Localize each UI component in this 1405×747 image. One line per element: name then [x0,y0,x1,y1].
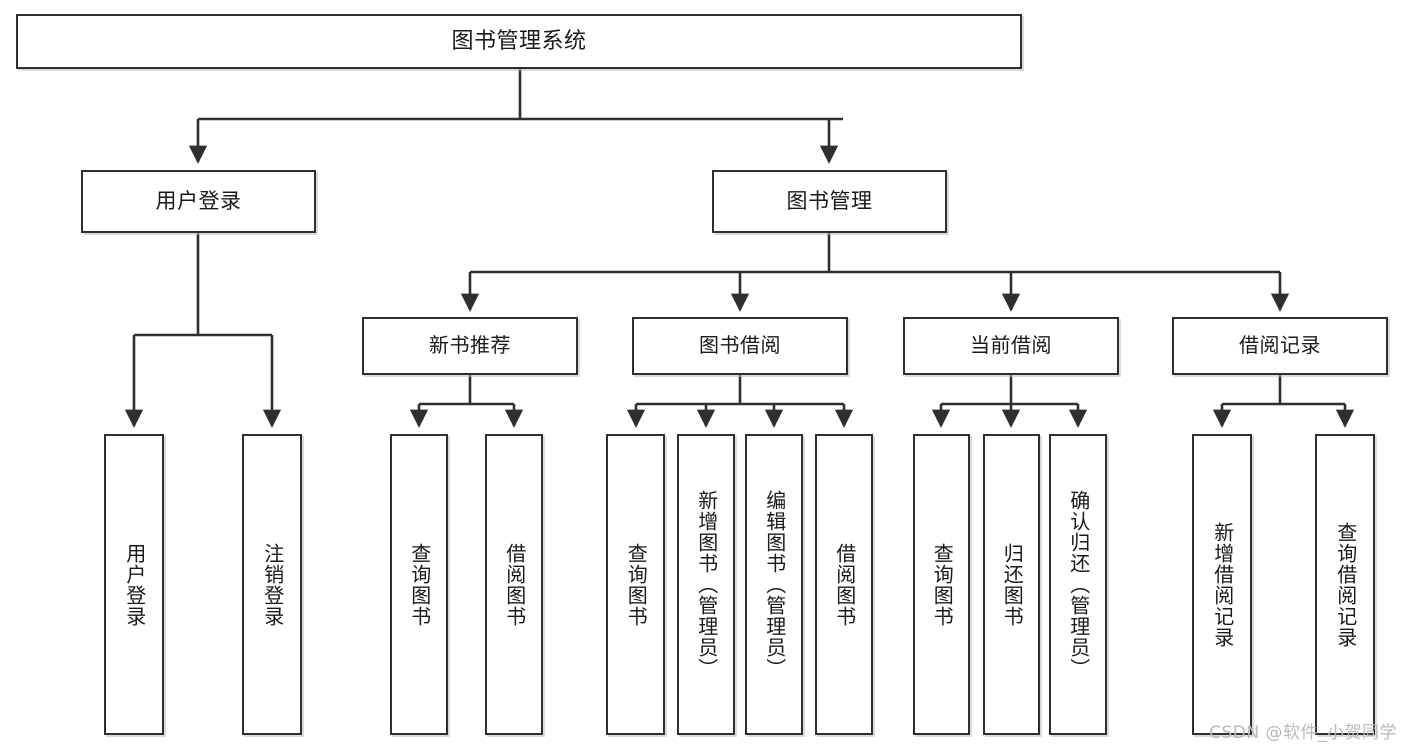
node-label: 编辑图书（管理员） [762,490,787,679]
leaf-user-login-sign-out[interactable]: 注销登录 [242,434,302,735]
node-label: 新增图书（管理员） [694,490,719,679]
node-user-login[interactable]: 用户登录 [81,170,316,233]
node-current-borrowing[interactable]: 当前借阅 [903,317,1119,375]
leaf-borrow-record-add-record[interactable]: 新增借阅记录 [1192,434,1252,735]
node-label: 查询图书 [407,542,432,627]
leaf-current-borrow-return-books[interactable]: 归还图书 [983,434,1040,735]
node-label: 新增借阅记录 [1210,521,1235,648]
leaf-new-book-query-books[interactable]: 查询图书 [390,434,448,735]
leaf-current-borrow-confirm-return-admin[interactable]: 确认归还（管理员） [1049,434,1107,735]
node-book-management[interactable]: 图书管理 [712,170,947,233]
node-label: 归还图书 [1000,542,1025,627]
leaf-book-borrow-borrow-books[interactable]: 借阅图书 [815,434,873,735]
leaf-book-borrow-add-book-admin[interactable]: 新增图书（管理员） [677,434,735,735]
node-label: 用户登录 [122,542,147,627]
leaf-user-login-sign-in[interactable]: 用户登录 [104,434,164,735]
node-root-library-management-system[interactable]: 图书管理系统 [16,14,1022,69]
node-label: 注销登录 [260,542,285,627]
node-label: 新书推荐 [429,333,511,358]
leaf-new-book-borrow-books[interactable]: 借阅图书 [485,434,543,735]
node-label: 图书借阅 [699,333,781,358]
leaf-book-borrow-edit-book-admin[interactable]: 编辑图书（管理员） [745,434,803,735]
node-borrowing-records[interactable]: 借阅记录 [1172,317,1388,375]
node-label: 图书管理系统 [451,28,587,54]
node-label: 借阅记录 [1239,333,1321,358]
node-label: 借阅图书 [832,542,857,627]
node-label: 借阅图书 [502,542,527,627]
node-label: 查询图书 [930,542,955,627]
node-label: 查询借阅记录 [1333,521,1358,648]
node-book-borrowing[interactable]: 图书借阅 [632,317,848,375]
node-label: 确认归还（管理员） [1066,490,1091,679]
node-label: 当前借阅 [970,333,1052,358]
node-label: 用户登录 [155,189,242,214]
node-label: 图书管理 [786,189,873,214]
node-new-book-recommendation[interactable]: 新书推荐 [362,317,578,375]
leaf-current-borrow-query-books[interactable]: 查询图书 [913,434,970,735]
leaf-book-borrow-query-books[interactable]: 查询图书 [606,434,665,735]
node-label: 查询图书 [624,542,649,627]
leaf-borrow-record-query-record[interactable]: 查询借阅记录 [1315,434,1375,735]
